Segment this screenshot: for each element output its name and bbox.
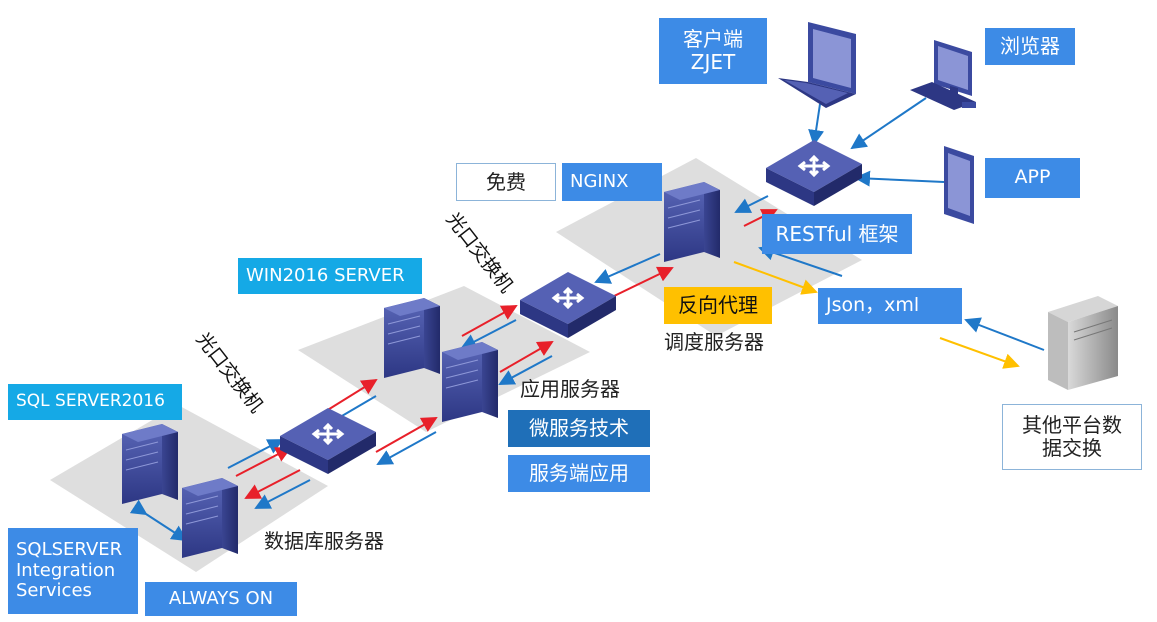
db-server-label: 数据库服务器 xyxy=(264,528,384,553)
client-zjet-label: 客户端 ZJET xyxy=(659,18,767,84)
server-icon xyxy=(663,181,721,263)
win2016-server-label: WIN2016 SERVER xyxy=(238,258,422,294)
other-platform-label: 其他平台数 据交换 xyxy=(1002,404,1142,470)
microservice-label: 微服务技术 xyxy=(508,410,650,447)
server-icon xyxy=(383,297,441,379)
nginx-label: NGINX xyxy=(562,163,662,201)
always-on-label: ALWAYS ON xyxy=(145,582,297,616)
switch-icon xyxy=(278,406,378,476)
free-label: 免费 xyxy=(456,163,556,201)
server-icon xyxy=(441,341,499,423)
server-app-label: 服务端应用 xyxy=(508,455,650,492)
switch-icon xyxy=(764,138,864,208)
tablet-icon xyxy=(944,146,974,224)
gray-server-icon xyxy=(1048,296,1118,390)
reverse-proxy-label: 反向代理 xyxy=(664,287,772,324)
desktop-pc-icon xyxy=(910,40,976,110)
json-xml-label: Json，xml xyxy=(818,288,962,324)
app-label: APP xyxy=(985,158,1080,198)
server-icon xyxy=(181,477,239,559)
laptop-icon xyxy=(778,22,856,108)
app-server-label: 应用服务器 xyxy=(520,376,620,401)
arrows xyxy=(129,97,1045,542)
server-icon xyxy=(121,423,179,505)
restful-label: RESTful 框架 xyxy=(762,214,912,254)
sql-server-label: SQL SERVER2016 xyxy=(8,384,182,420)
ssis-label: SQLSERVER Integration Services xyxy=(8,528,138,614)
dispatch-server-label: 调度服务器 xyxy=(664,329,764,354)
browser-label: 浏览器 xyxy=(985,28,1075,65)
